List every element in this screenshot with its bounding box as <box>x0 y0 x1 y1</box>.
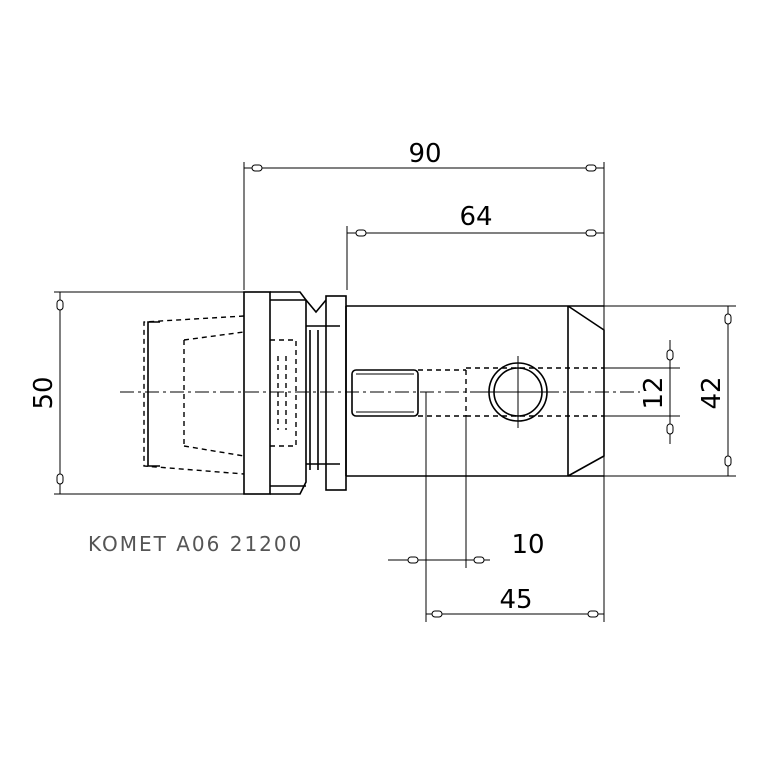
dimension-line-90 <box>244 164 604 172</box>
cross-hole <box>480 356 556 428</box>
dimension-line-50 <box>56 292 64 494</box>
dimension-line-64 <box>347 229 604 237</box>
dimension-line-12 <box>666 340 674 444</box>
internal-bore <box>351 367 604 417</box>
tool-holder-outline <box>243 291 605 495</box>
dim-bore-diameter: 12 <box>639 376 669 409</box>
part-number-label: KOMET A06 21200 <box>88 532 303 556</box>
dim-body-diameter: 42 <box>697 376 727 409</box>
dimension-line-10 <box>388 556 490 564</box>
dim-shank-length: 64 <box>459 202 492 232</box>
dim-flange-diameter: 50 <box>29 376 59 409</box>
dimension-line-45 <box>426 610 604 618</box>
dimension-line-42 <box>724 306 732 476</box>
dim-thread-length: 10 <box>511 530 544 560</box>
dim-cross-hole-distance: 45 <box>499 585 532 615</box>
taper-shank-hidden <box>143 315 297 475</box>
dim-overall-length: 90 <box>408 139 441 169</box>
